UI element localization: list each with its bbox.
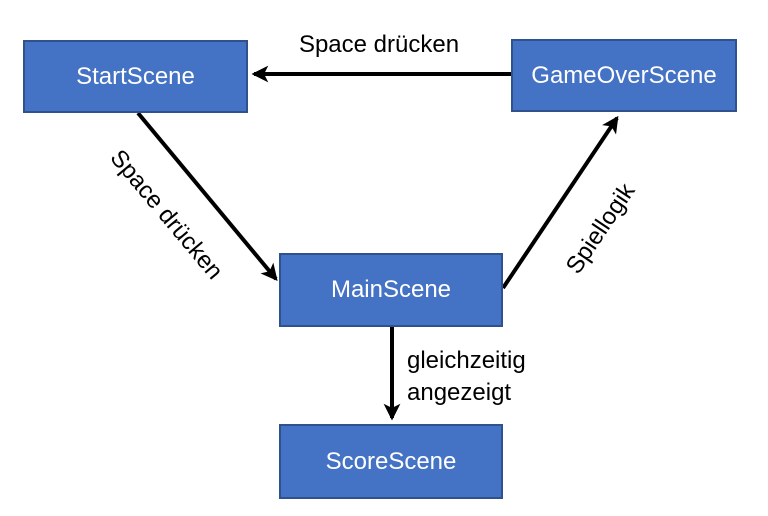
node-startscene: StartScene	[23, 40, 248, 113]
edge-start-to-main-arrow	[136, 111, 278, 281]
node-scorescene: ScoreScene	[279, 424, 503, 499]
edge-label-gameover-to-start: Space drücken	[298, 31, 460, 58]
edge-main-to-gameover-arrow	[501, 115, 619, 290]
node-gameoverscene: GameOverScene	[511, 39, 737, 112]
node-mainscene: MainScene	[279, 253, 503, 327]
edge-label-main-to-score-line1: gleichzeitig	[407, 347, 526, 374]
edge-label-main-to-score-line2: angezeigt	[407, 379, 512, 406]
edge-label-main-to-score: gleichzeitig angezeigt	[407, 345, 526, 409]
